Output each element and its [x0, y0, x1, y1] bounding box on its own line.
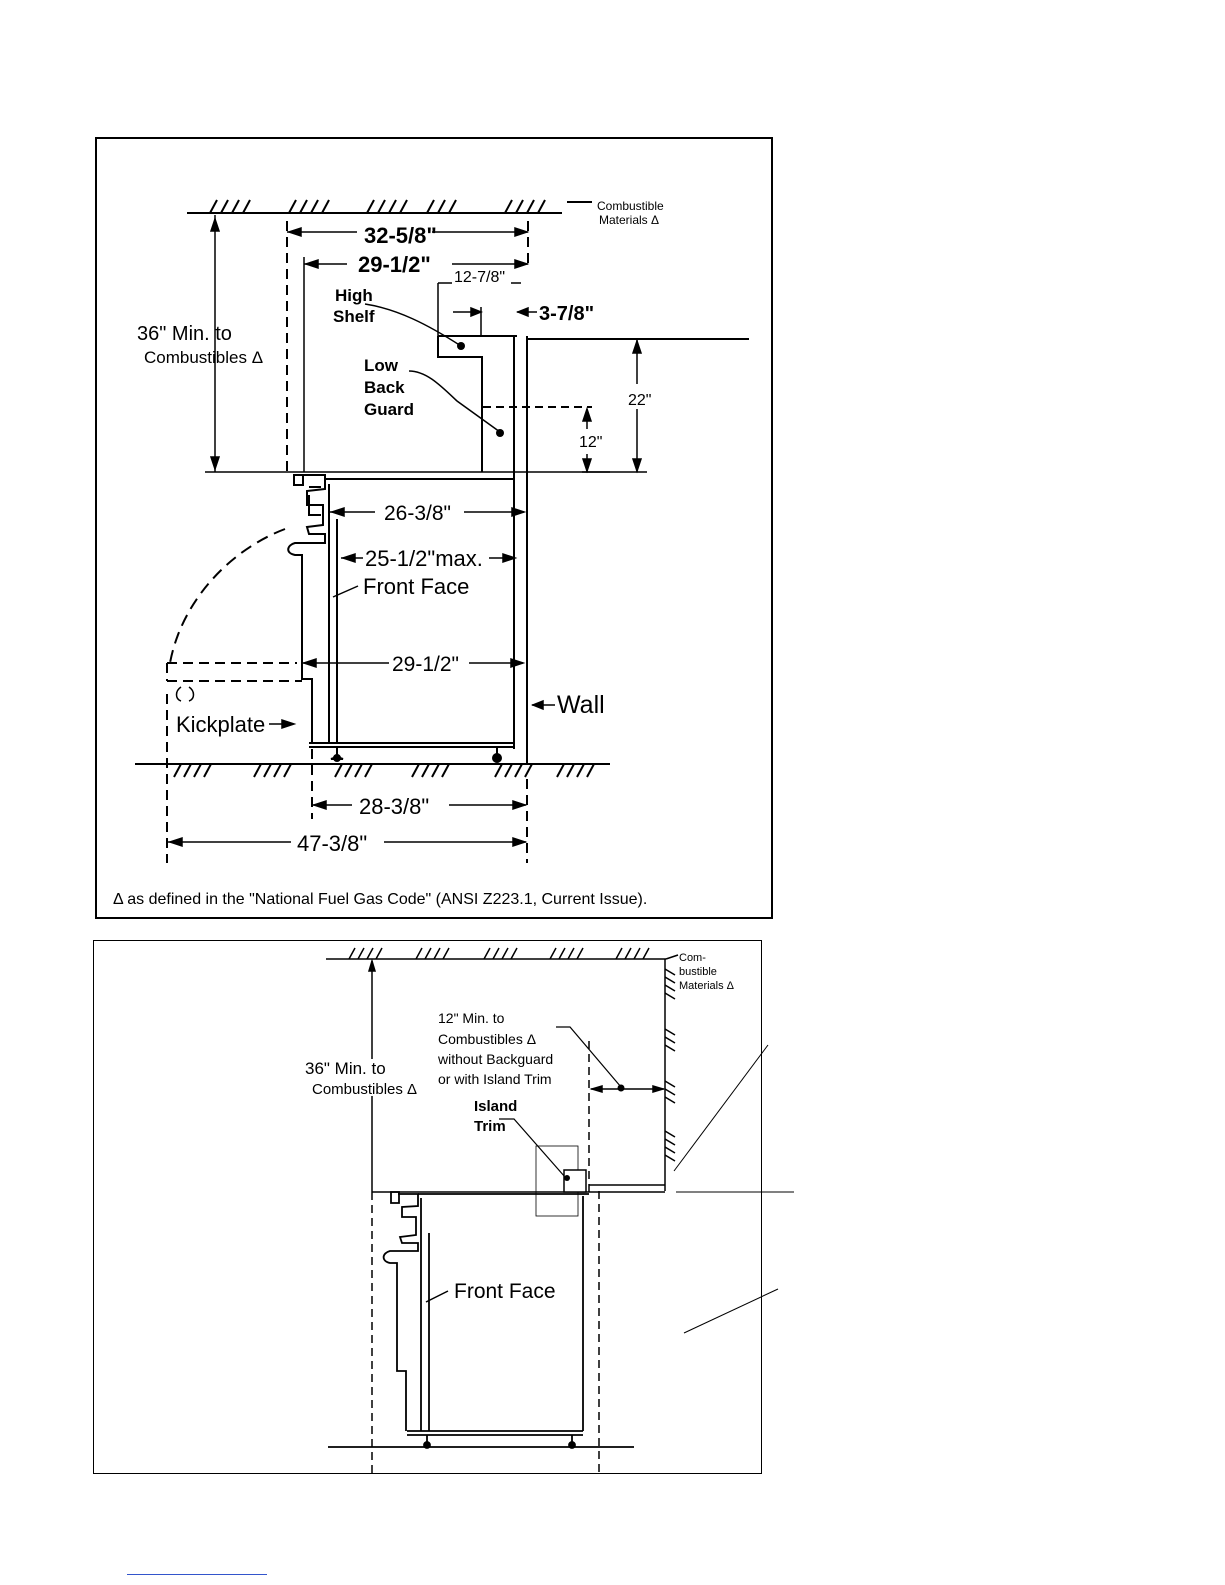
ceiling-hatching-bottom: [326, 947, 679, 960]
dim-12-min-line: [589, 1084, 666, 1094]
dim-29-1-2-top: 29-1/2": [358, 252, 431, 277]
front-face-label: Front Face: [363, 574, 469, 599]
side-wall-hatching: [664, 959, 676, 1191]
dim-32-line: [286, 226, 530, 238]
min-36-label-bottom: 36" Min. to: [305, 1059, 386, 1078]
dim-36-line-bottom: [367, 958, 377, 1192]
low-back-guard-label: Low: [364, 356, 399, 375]
dim-26-3-8: 26-3/8": [384, 502, 451, 525]
range-feet: [330, 747, 502, 763]
min-36-label-2: Combustibles Δ: [144, 348, 263, 367]
twelve-min-label: 12" Min. to: [438, 1010, 505, 1026]
dim-32-5-8: 32-5/8": [364, 223, 437, 248]
island-trim-part: [563, 1169, 587, 1193]
front-face-label-bottom: Front Face: [454, 1280, 556, 1303]
island-trim-leader: [499, 1118, 566, 1178]
dim-22-line: [582, 338, 647, 474]
dim-12: 12": [579, 434, 602, 451]
twelve-min-label-3: without Backguard: [437, 1051, 553, 1067]
page-footer-rule: [127, 1574, 267, 1575]
range-body: [287, 474, 514, 748]
dim-29-top-line: [303, 257, 530, 472]
twelve-min-label-4: or with Island Trim: [438, 1071, 552, 1087]
combustible-label-b2: bustible: [679, 966, 717, 978]
dim-shelf-line: [437, 282, 521, 336]
min-36-label: 36" Min. to: [137, 323, 232, 345]
range-clearance-diagram-high-shelf: Combustible Materials Δ 36" Min. to Comb…: [95, 137, 773, 919]
door-handle-icon: [175, 686, 195, 702]
range-clearance-diagram-island-trim: Com- bustible Materials Δ 36" Min. to Co…: [93, 940, 794, 1474]
range-with-high-shelf-drawing: Combustible Materials Δ 36" Min. to Comb…: [113, 199, 749, 908]
min-36-label-bottom-2: Combustibles Δ: [312, 1081, 417, 1098]
wall-leader-1: [673, 1044, 769, 1172]
dim-25-line: [340, 552, 518, 564]
footnote: Δ as defined in the "National Fuel Gas C…: [113, 891, 647, 908]
wall-arrow: [530, 699, 555, 711]
dim-22: 22": [628, 392, 651, 409]
front-face-leader: [332, 585, 359, 598]
dim-3-7-8-arrows: [453, 306, 537, 336]
dim-47-3-8: 47-3/8": [297, 831, 367, 856]
dim-29-1-2-door: 29-1/2": [392, 653, 459, 676]
twelve-min-label-2: Combustibles Δ: [438, 1031, 536, 1047]
dim-12-line: [581, 406, 593, 474]
combustible-label-b3: Materials Δ: [679, 980, 735, 992]
kickplate-label: Kickplate: [176, 712, 265, 737]
low-back-guard-label-3: Guard: [364, 400, 414, 419]
combustible-label-b1: Com-: [679, 952, 706, 964]
wall-label: Wall: [557, 691, 605, 719]
kickplate-arrow: [269, 718, 297, 730]
high-shelf-dot: [457, 342, 465, 350]
high-shelf-leader: [364, 303, 462, 347]
open-door-outline: [166, 662, 302, 682]
island-trim-label-2: Trim: [474, 1118, 506, 1135]
range-body-bottom: [382, 1191, 589, 1436]
door-swing-arc: [169, 528, 286, 664]
dim-12-7-8: 12-7/8": [454, 269, 505, 286]
wall-leader-3: [683, 1288, 779, 1334]
dim-25-max: 25-1/2"max.: [365, 546, 483, 571]
low-back-guard-leader: [408, 370, 501, 433]
dim-26-line: [329, 506, 527, 518]
combustible-label-2: Materials Δ: [599, 213, 659, 227]
bottom-extension-lines: [166, 694, 528, 863]
dim-47-line: [167, 836, 528, 848]
island-trim-label: Island: [474, 1098, 517, 1115]
high-shelf-label: High: [335, 286, 373, 305]
dim-28-3-8: 28-3/8": [359, 794, 429, 819]
high-shelf-label-2: Shelf: [333, 307, 375, 326]
front-face-leader-bottom: [425, 1290, 449, 1303]
clearance-dashed-box: [371, 1041, 600, 1474]
island-trim-dot: [564, 1175, 570, 1181]
low-back-guard-label-2: Back: [364, 378, 405, 397]
range-with-island-trim-drawing: Com- bustible Materials Δ 36" Min. to Co…: [305, 947, 794, 1474]
range-feet-bottom: [423, 1435, 576, 1449]
floor-hatching: [135, 763, 610, 778]
dim-3-7-8: 3-7/8": [539, 303, 594, 325]
dim-28-line: [311, 799, 528, 811]
dim-29-door-line: [301, 657, 526, 669]
high-shelf-outline: [437, 335, 749, 749]
twelve-min-leader: [556, 1026, 622, 1088]
combustible-label: Combustible: [597, 199, 664, 213]
ceiling-hatching: [187, 199, 592, 214]
low-back-guard-dot: [496, 429, 504, 437]
twelve-min-dot: [617, 1084, 625, 1092]
dashed-left-boundary: [286, 221, 529, 472]
dim-36-line: [205, 215, 610, 473]
